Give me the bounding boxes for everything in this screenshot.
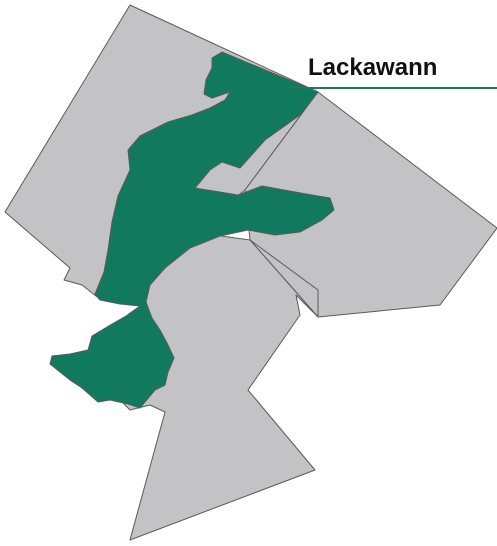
title-underline (278, 87, 497, 89)
map-title: Lackawann (308, 54, 438, 81)
region-boundary-line (249, 239, 319, 317)
region-highlighted (49, 51, 335, 409)
